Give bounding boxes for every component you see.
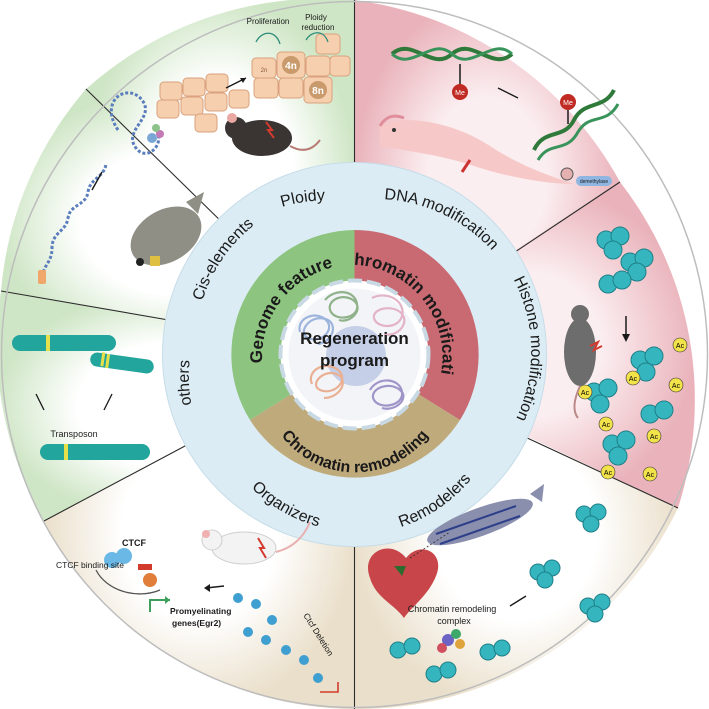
ctcf-deletion-chromatin [233, 593, 323, 683]
others-arrow-left [35, 393, 45, 411]
nucleosome-cluster-top [596, 226, 654, 294]
acetyl-label-2: Ac [629, 376, 638, 383]
label-others: others [176, 359, 196, 406]
histone-modification-panel: Ac Ac Ac Ac Ac Ac Ac Ac [564, 226, 688, 482]
cell-label-8n: 8n [312, 86, 324, 97]
ctcf-label: CTCF [122, 538, 146, 548]
ploidy-panel: 4n 8n 2n Proliferation Ploidy reduction [156, 13, 351, 156]
remodeling-complex-icon [437, 629, 465, 653]
acetyl-label-8: Ac [646, 472, 655, 479]
methyl-label-2: Me [563, 100, 573, 107]
rat-icon [201, 521, 311, 565]
cis-arrow [91, 171, 103, 191]
remodelers-panel: Chromatin remodeling complex [368, 484, 611, 683]
proliferation-loop-arrow [255, 32, 281, 45]
dna-linear-icon [40, 163, 108, 283]
promyelinating-label-2: genes(Egr2) [172, 618, 221, 628]
ploidy-reduction-label-1: Ploidy [305, 13, 327, 22]
acetyl-label-4: Ac [672, 383, 681, 390]
remodelers-arrow [509, 595, 527, 607]
others-arrow-right [103, 393, 113, 411]
promoter-arrow [149, 599, 170, 612]
acetyl-label-6: Ac [650, 434, 659, 441]
demethylase-label: demethylase [580, 179, 609, 185]
nucleosome-chain-bottom [389, 637, 511, 683]
cell-cluster-polyploid [251, 33, 351, 104]
remodeling-complex-label-1: Chromatin remodeling [408, 604, 497, 614]
demethylase-icon [576, 176, 612, 186]
cell-label-2n: 2n [261, 68, 268, 74]
chromatin-loop-icon [95, 548, 161, 595]
label-ploidy: Ploidy [279, 187, 326, 210]
acetyl-tags: Ac Ac Ac Ac Ac Ac Ac Ac [577, 337, 688, 482]
others-panel: Transposon [12, 335, 154, 460]
fish-icon [130, 192, 204, 266]
promyelinating-label-1: Promyelinating [170, 606, 231, 616]
heart-icon [368, 548, 439, 618]
chromosome-top-right [90, 352, 154, 374]
dna-modification-panel: Me Me demethylase [378, 46, 620, 186]
ploidy-reduction-label-2: reduction [302, 23, 335, 32]
dna-arrow [497, 87, 519, 99]
methyl-group-icon-2 [560, 94, 576, 110]
chromosome-bottom [40, 444, 150, 460]
acetyl-label-3: Ac [581, 390, 590, 397]
acetyl-label-1: Ac [676, 343, 685, 350]
mouse-icon-2 [564, 305, 603, 419]
transposon-label: Transposon [50, 429, 97, 439]
axolotl-icon [378, 114, 574, 184]
acetyl-label-5: Ac [602, 422, 611, 429]
mouse-icon [225, 113, 321, 156]
center-title-line2: program [320, 351, 389, 370]
nucleus-illustration: Regeneration program [278, 278, 431, 431]
dna-helix-bottom [532, 88, 616, 151]
cis-elements-panel [38, 91, 204, 284]
chromosome-top-left [12, 335, 116, 351]
remodeling-complex-label-2: complex [437, 616, 471, 626]
zebrafish-icon [427, 484, 544, 546]
cell-label-4n: 4n [285, 61, 297, 72]
methyl-label-1: Me [455, 90, 465, 97]
ctcf-binding-site-label: CTCF binding site [56, 560, 124, 570]
nucleosome-chain-right [529, 503, 611, 623]
proliferation-label: Proliferation [247, 17, 290, 26]
acetyl-label-7: Ac [604, 470, 613, 477]
cell-cluster-2n [156, 73, 250, 133]
ploidy-reduction-loop-arrow [305, 32, 329, 43]
nucleosome-cluster-bottom [584, 346, 674, 466]
center-title-line1: Regeneration [300, 329, 409, 348]
methyl-group-icon [452, 84, 468, 100]
